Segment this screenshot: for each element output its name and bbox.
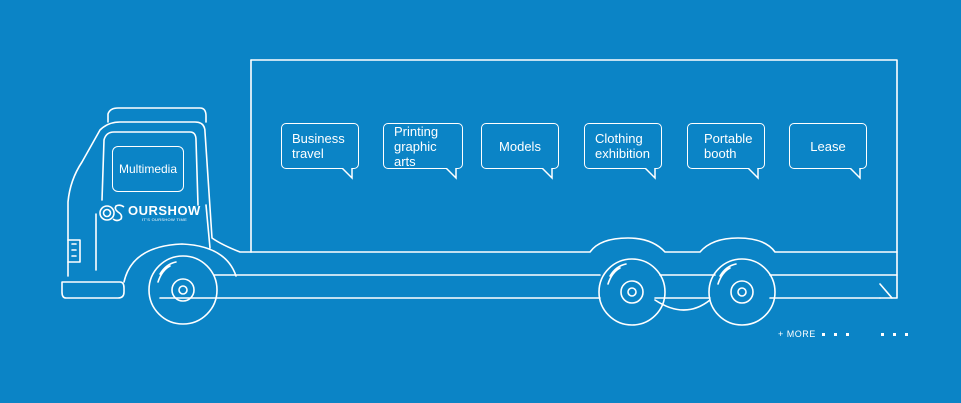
service-label: Clothing exhibition — [595, 131, 650, 161]
os-monogram-icon — [99, 204, 125, 222]
rear-wheel-2 — [708, 258, 776, 326]
bubble-tail-icon — [542, 168, 554, 180]
cargo-box — [250, 59, 898, 299]
rear-wheel-1 — [598, 258, 666, 326]
cab-multimedia-label[interactable]: Multimedia — [112, 146, 184, 192]
front-wheel — [148, 255, 218, 325]
service-label: Models — [499, 138, 541, 154]
service-label: Lease — [810, 138, 846, 154]
service-label: Business travel — [292, 131, 345, 161]
more-label: + MORE — [778, 329, 816, 339]
service-label: Printing graphic arts — [394, 123, 439, 169]
more-dots — [821, 332, 908, 336]
more-link[interactable]: + MORE — [778, 329, 908, 339]
ourshow-logo: OURSHOW IT'S OURSHOW TIME — [98, 200, 201, 226]
bubble-tail-icon — [850, 168, 862, 180]
service-printing-graphic-arts[interactable]: Printing graphic arts — [383, 123, 463, 180]
bubble-tail-icon — [446, 168, 458, 180]
service-lease[interactable]: Lease — [789, 123, 867, 180]
service-clothing-exhibition[interactable]: Clothing exhibition — [584, 123, 662, 180]
bubble-tail-icon — [342, 168, 354, 180]
brand-name: OURSHOW — [128, 202, 201, 218]
service-label: Portable booth — [704, 131, 753, 161]
cab-body — [67, 121, 252, 277]
service-business-travel[interactable]: Business travel — [281, 123, 359, 180]
service-portable-booth[interactable]: Portable booth — [687, 123, 765, 180]
brand-tagline: IT'S OURSHOW TIME — [142, 216, 188, 222]
bubble-tail-icon — [748, 168, 760, 180]
bubble-tail-icon — [645, 168, 657, 180]
service-models[interactable]: Models — [481, 123, 559, 180]
